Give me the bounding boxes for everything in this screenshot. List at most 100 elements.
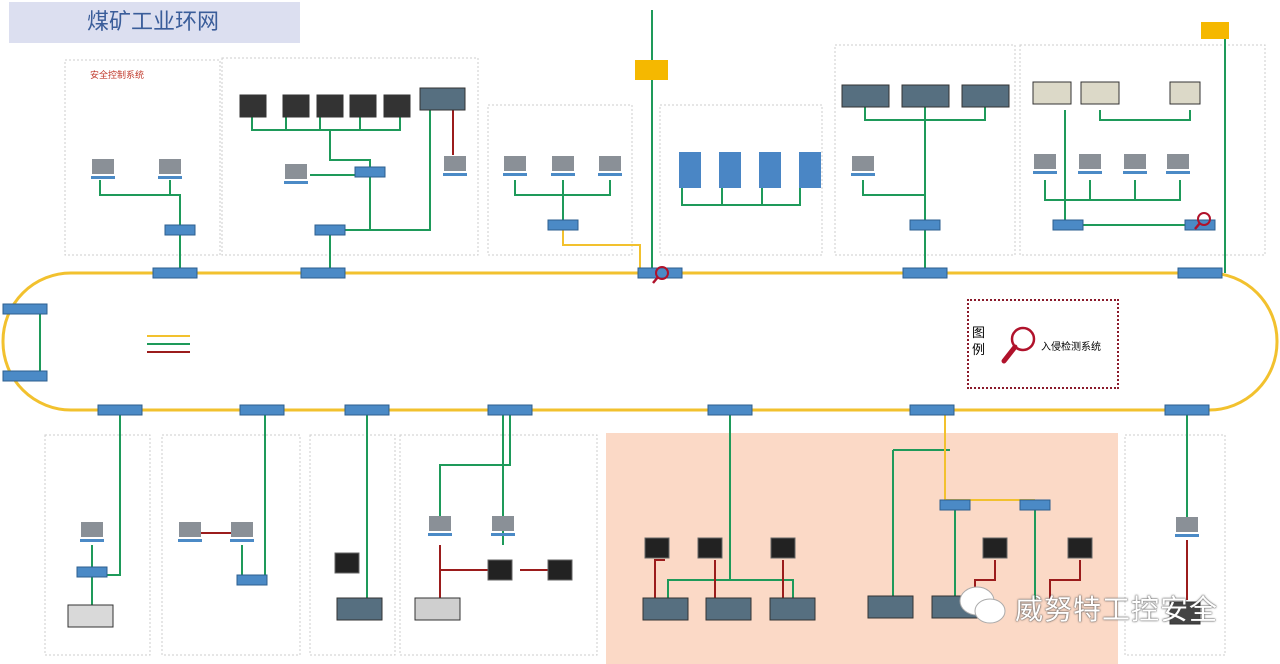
switch-icon [1184,219,1216,231]
pc-keyboard-icon [80,539,104,542]
switch-icon [164,224,196,236]
red-link [654,559,665,600]
switch-icon [637,267,683,279]
legend-heading: 图例 [972,326,986,358]
zone-box [487,104,633,256]
pc-keyboard-icon [178,539,202,542]
plc-rack-icon [1080,81,1120,105]
ids-magnifier-handle [1194,222,1201,230]
pc-keyboard-icon [428,533,452,536]
green-link [439,410,511,525]
green-link [329,130,371,172]
pc-keyboard-icon [1166,171,1190,174]
zone-box [309,434,396,656]
yellow-link [562,225,641,273]
pc-monitor-icon [1124,154,1146,169]
switch-icon [76,566,108,578]
plc-rack-icon [316,94,344,118]
switch-icon [1164,404,1210,416]
server-icon [719,152,741,188]
switch-icon [2,370,48,382]
plc-rack-icon [383,94,411,118]
hmi-panel-icon [547,559,573,581]
pc-keyboard-icon [1175,534,1199,537]
pc-monitor-icon [552,156,574,171]
switch-icon [707,404,753,416]
switch-icon [236,574,268,586]
switch-icon [909,219,941,231]
switch-icon [909,404,955,416]
switch-icon [547,219,579,231]
switch-icon [300,267,346,279]
green-link [681,185,801,206]
pc-monitor-icon [159,159,181,174]
ids-magnifier-icon [655,266,669,280]
switch-icon [2,303,48,315]
server-icon [799,152,821,188]
switch-icon [354,166,386,178]
green-link [862,180,926,225]
plc-rack-icon [419,87,466,111]
plc-rack-icon [349,94,377,118]
plc-rack-icon [901,84,950,108]
green-link [330,172,371,231]
zone-box [1124,434,1226,656]
mining-zone [606,433,1118,664]
hmi-panel-icon [487,559,513,581]
zone-box [221,57,479,256]
switch-icon [902,267,948,279]
pc-monitor-icon [599,156,621,171]
gateway-device [1201,22,1229,39]
magnifier-icon [1001,326,1036,364]
green-link [667,410,731,600]
plc-rack-icon [1169,81,1201,105]
plc-rack-icon [239,94,267,118]
green-link [1044,180,1181,201]
plc-rack-icon [282,94,310,118]
switch-icon [97,404,143,416]
ids-magnifier-handle [652,276,659,284]
switch-icon [1177,267,1223,279]
switch-icon [314,224,346,236]
pc-keyboard-icon [551,173,575,176]
plc-rack-icon [961,84,1010,108]
plc-rack-icon [67,604,114,628]
hmi-panel-icon [770,537,796,559]
green-link [99,180,181,230]
zone-box [161,434,301,656]
pc-keyboard-icon [230,539,254,542]
legend-ids-label: 入侵检测系统 [1041,342,1101,353]
red-link [1049,560,1081,600]
zone-box [1019,44,1266,256]
pc-monitor-icon [1034,154,1056,169]
switch-icon [152,267,198,279]
pc-keyboard-icon [1123,171,1147,174]
server-icon [759,152,781,188]
pc-monitor-icon [1176,517,1198,532]
pc-monitor-icon [1167,154,1189,169]
plc-rack-icon [642,597,689,621]
hmi-panel-icon [697,537,723,559]
hmi-panel-icon [1067,537,1093,559]
pc-keyboard-icon [1033,171,1057,174]
switch-icon [1052,219,1084,231]
green-link [330,110,431,231]
hmi-panel-icon [644,537,670,559]
watermark: 威努特工控安全 [1015,593,1219,626]
plc-rack-icon [867,595,914,619]
pc-monitor-icon [504,156,526,171]
page-title: 煤矿工业环网 [9,2,300,43]
zone-box [64,59,221,256]
switch-icon [487,404,533,416]
plc-rack-icon [414,597,461,621]
pc-monitor-icon [231,522,253,537]
zone-box [44,434,151,656]
switch-icon [344,404,390,416]
wechat-icon [959,586,1006,624]
safety-system-label: 安全控制系统 [90,71,145,81]
pc-monitor-icon [179,522,201,537]
zone-box [399,434,598,656]
plc-rack-icon [705,597,752,621]
pc-keyboard-icon [284,181,308,184]
